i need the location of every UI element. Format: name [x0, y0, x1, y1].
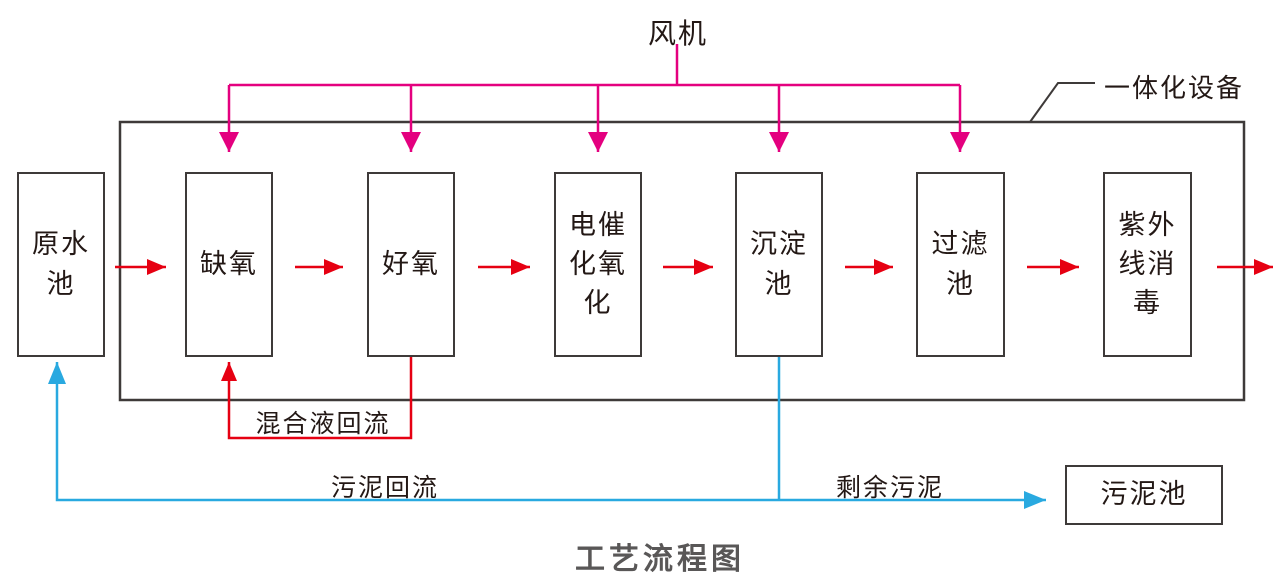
blower-air-lines [219, 44, 970, 152]
process-box-sludge-pool: 污泥池 [1065, 465, 1223, 525]
fan-label: 风机 [647, 18, 708, 49]
main-flow-arrows [115, 259, 1273, 440]
process-box-aerobic: 好氧 [367, 172, 455, 357]
excess-sludge-label: 剩余污泥 [835, 474, 944, 502]
integrated-equipment-callout-line [1029, 82, 1095, 123]
sludge-reflux-line [48, 362, 779, 502]
mixed-liquid-reflux-label: 混合液回流 [255, 410, 391, 438]
process-box-electrocatalytic-oxidation: 电催化氧化 [554, 172, 642, 357]
process-box-label: 原水池 [32, 229, 90, 299]
mixed-liquid-reflux-line [221, 357, 413, 440]
process-box-label: 过滤池 [931, 229, 990, 299]
integrated-equipment-boundary [118, 120, 1246, 402]
process-box-label: 污泥池 [1100, 479, 1188, 510]
process-box-anoxic: 缺氧 [185, 172, 273, 357]
diagram-title: 工艺流程图 [575, 543, 745, 576]
process-box-label: 电催化氧化 [569, 209, 627, 319]
sludge-lines [48, 357, 1046, 509]
process-box-label: 紫外线消毒 [1118, 209, 1177, 319]
process-box-label: 缺氧 [200, 248, 258, 279]
process-box-sedimentation-pool: 沉淀池 [735, 172, 823, 357]
sludge-reflux-label: 污泥回流 [330, 474, 439, 502]
process-box-label: 好氧 [382, 248, 440, 279]
process-box-uv-disinfection: 紫外线消毒 [1103, 172, 1192, 357]
process-box-filter-pool: 过滤池 [916, 172, 1005, 357]
process-box-raw-water-pool: 原水池 [17, 172, 105, 357]
process-box-label: 沉淀池 [750, 229, 808, 299]
integrated-equipment-label: 一体化设备 [1104, 73, 1245, 103]
